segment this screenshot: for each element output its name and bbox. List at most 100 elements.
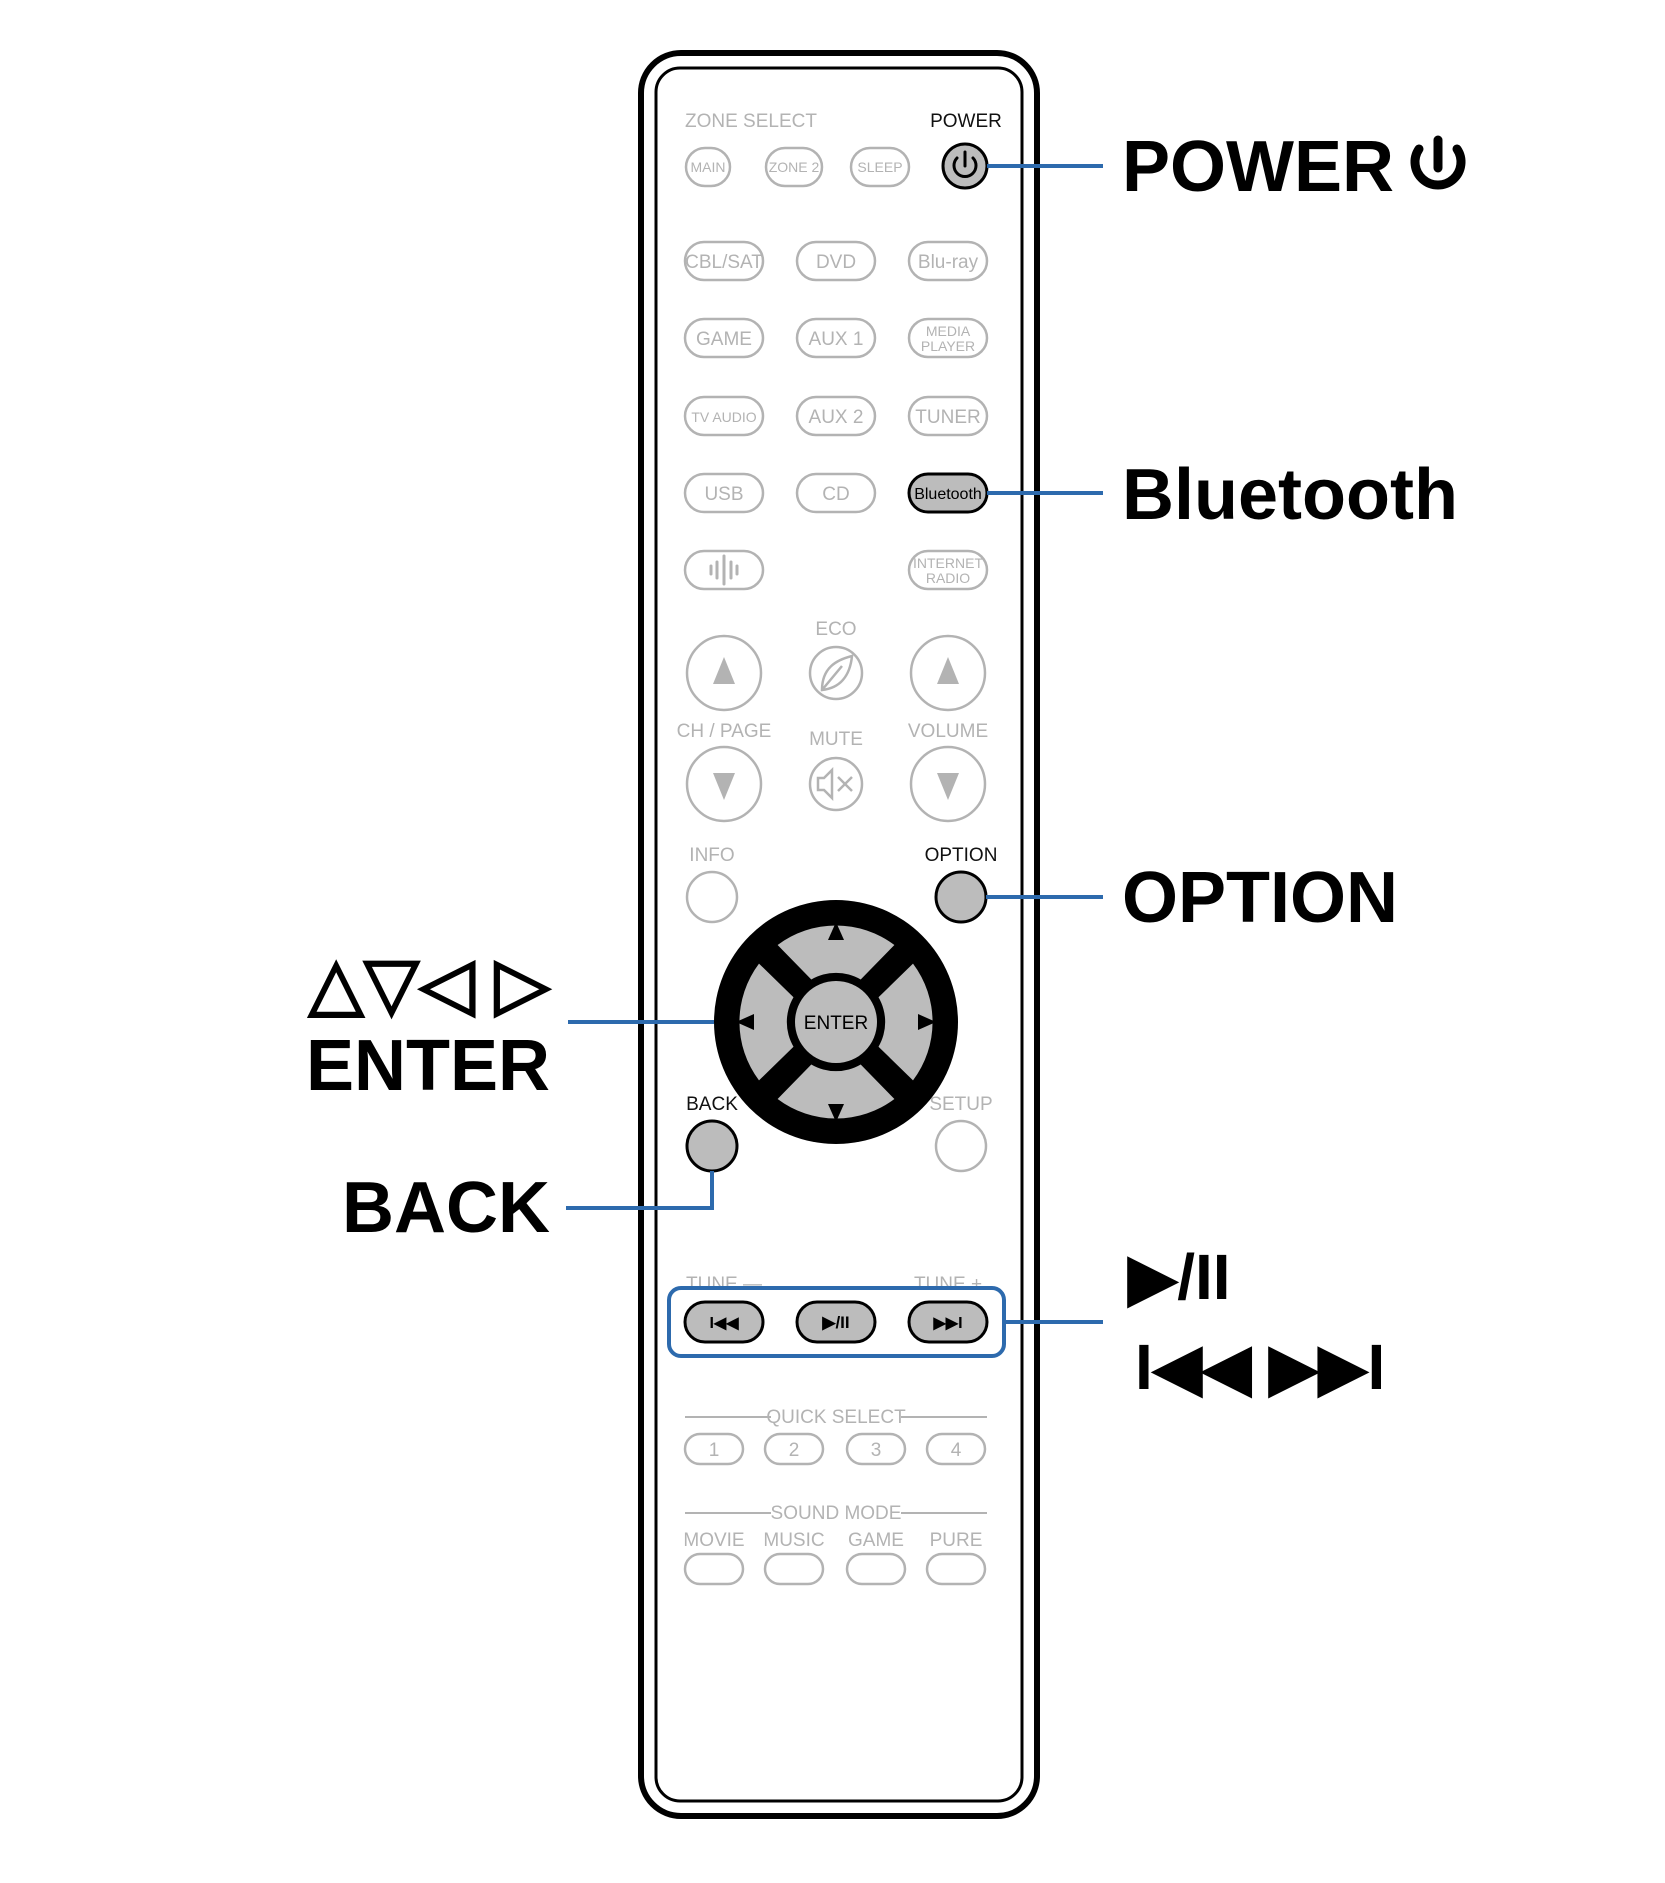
setup-label: SETUP bbox=[929, 1094, 992, 1115]
callout-play-pause: ▶/II bbox=[1127, 1241, 1231, 1313]
quick-select-number: 1 bbox=[709, 1440, 720, 1461]
callout-power: POWER bbox=[1122, 127, 1394, 207]
sound-mode-music-button[interactable] bbox=[763, 1552, 825, 1586]
sleep-button-label: SLEEP bbox=[857, 159, 902, 175]
callout-option: OPTION bbox=[1122, 858, 1398, 938]
back-label: BACK bbox=[686, 1094, 738, 1115]
cursor-left-button[interactable] bbox=[739, 963, 794, 1081]
source-button-aux2[interactable]: AUX 2 bbox=[795, 395, 877, 437]
source-label: USB bbox=[704, 484, 743, 505]
ch-page-down-button[interactable] bbox=[685, 745, 763, 823]
ch-page-up-button[interactable] bbox=[685, 634, 763, 712]
source-button-media-player[interactable]: MEDIA PLAYER bbox=[907, 317, 989, 359]
arrow-left-icon bbox=[736, 1014, 754, 1030]
triangle-down-icon bbox=[937, 773, 959, 800]
source-button-bluetooth[interactable]: Bluetooth bbox=[907, 472, 989, 514]
arrow-up-icon bbox=[828, 922, 844, 940]
cursor-right-button[interactable] bbox=[878, 963, 933, 1081]
setup-button[interactable] bbox=[934, 1119, 988, 1173]
source-button-game[interactable]: GAME bbox=[683, 317, 765, 359]
source-label: MEDIA bbox=[926, 323, 971, 339]
sound-mode-name: MUSIC bbox=[763, 1530, 824, 1551]
source-label: CBL/SAT bbox=[685, 252, 763, 273]
eco-label: ECO bbox=[815, 619, 856, 640]
cursor-up-button[interactable] bbox=[777, 925, 895, 980]
source-button-tuner[interactable]: TUNER bbox=[907, 395, 989, 437]
tune-plus-label: TUNE + bbox=[914, 1274, 982, 1295]
triangle-up-icon bbox=[937, 657, 959, 684]
volume-down-button[interactable] bbox=[909, 745, 987, 823]
source-label: Bluetooth bbox=[914, 486, 982, 503]
sound-mode-game-button[interactable] bbox=[845, 1552, 907, 1586]
source-button-heos[interactable] bbox=[683, 549, 765, 591]
source-label: GAME bbox=[696, 329, 752, 350]
callout-enter: ENTER bbox=[306, 1026, 550, 1106]
source-button-internet-radio[interactable]: INTERNET RADIO bbox=[907, 549, 989, 591]
mute-button[interactable] bbox=[808, 756, 864, 812]
eco-button[interactable] bbox=[808, 645, 864, 701]
source-button-cd[interactable]: CD bbox=[795, 472, 877, 514]
skip-back-button[interactable]: I◀◀ bbox=[683, 1300, 765, 1344]
main-button[interactable]: MAIN bbox=[684, 146, 732, 188]
quick-select-2-button[interactable]: 2 bbox=[763, 1432, 825, 1466]
source-label: CD bbox=[822, 484, 849, 505]
callout-back: BACK bbox=[342, 1168, 550, 1248]
quick-select-1-button[interactable]: 1 bbox=[683, 1432, 745, 1466]
leader-back bbox=[566, 1171, 714, 1210]
back-button[interactable] bbox=[685, 1119, 739, 1173]
quick-select-number: 4 bbox=[951, 1440, 962, 1461]
skip-forward-button[interactable]: ▶▶I bbox=[907, 1300, 989, 1344]
source-label: INTERNET bbox=[913, 555, 983, 571]
zone2-button[interactable]: ZONE 2 bbox=[764, 146, 824, 188]
power-label: POWER bbox=[930, 111, 1002, 132]
source-button-dvd[interactable]: DVD bbox=[795, 240, 877, 282]
sound-mode-movie-button[interactable] bbox=[683, 1552, 745, 1586]
triangle-down-icon bbox=[713, 773, 735, 800]
source-button-bluray[interactable]: Blu-ray bbox=[907, 240, 989, 282]
sound-mode-label: SOUND MODE bbox=[771, 1503, 902, 1524]
leaf-icon bbox=[820, 654, 854, 692]
source-label: AUX 1 bbox=[809, 329, 864, 350]
sleep-button[interactable]: SLEEP bbox=[849, 146, 911, 188]
source-label: AUX 2 bbox=[809, 407, 864, 428]
source-label: DVD bbox=[816, 252, 856, 273]
arrow-right-icon bbox=[918, 1014, 936, 1030]
option-button[interactable] bbox=[934, 870, 988, 924]
callout-skip: I◀◀ ▶▶I bbox=[1135, 1331, 1385, 1403]
quick-select-number: 3 bbox=[871, 1440, 882, 1461]
source-button-cbl-sat[interactable]: CBL/SAT bbox=[683, 240, 765, 282]
info-button[interactable] bbox=[685, 870, 739, 924]
callout-bluetooth: Bluetooth bbox=[1122, 455, 1458, 535]
arrow-down-icon bbox=[828, 1104, 844, 1122]
quick-select-number: 2 bbox=[789, 1440, 800, 1461]
sound-mode-pure-button[interactable] bbox=[925, 1552, 987, 1586]
source-label: RADIO bbox=[926, 570, 970, 586]
source-button-tv-audio[interactable]: TV AUDIO bbox=[683, 395, 765, 437]
tune-minus-label: TUNE — bbox=[686, 1274, 762, 1295]
source-button-usb[interactable]: USB bbox=[683, 472, 765, 514]
source-label: PLAYER bbox=[921, 338, 975, 354]
zone-select-label: ZONE SELECT bbox=[685, 111, 817, 132]
cursor-down-button[interactable] bbox=[777, 1064, 895, 1119]
source-button-aux1[interactable]: AUX 1 bbox=[795, 317, 877, 359]
remote-body-inner bbox=[654, 66, 1024, 1803]
sound-mode-name: MOVIE bbox=[683, 1530, 744, 1551]
cursor-pad: ENTER bbox=[714, 900, 958, 1144]
callout-power-icon bbox=[1410, 135, 1466, 190]
play-pause-button[interactable]: ▶/II bbox=[795, 1300, 877, 1344]
volume-up-button[interactable] bbox=[909, 634, 987, 712]
quick-select-4-button[interactable]: 4 bbox=[925, 1432, 987, 1466]
zone2-button-label: ZONE 2 bbox=[769, 159, 820, 175]
power-button[interactable] bbox=[941, 142, 989, 190]
mute-label: MUTE bbox=[809, 729, 863, 750]
main-button-label: MAIN bbox=[691, 159, 726, 175]
skip-forward-icon: ▶▶I bbox=[932, 1315, 962, 1332]
mute-icon bbox=[816, 766, 853, 802]
sound-mode-name: PURE bbox=[930, 1530, 983, 1551]
enter-button-label: ENTER bbox=[804, 1013, 868, 1034]
quick-select-3-button[interactable]: 3 bbox=[845, 1432, 907, 1466]
enter-button[interactable] bbox=[795, 981, 877, 1063]
power-button-icon bbox=[952, 150, 978, 178]
